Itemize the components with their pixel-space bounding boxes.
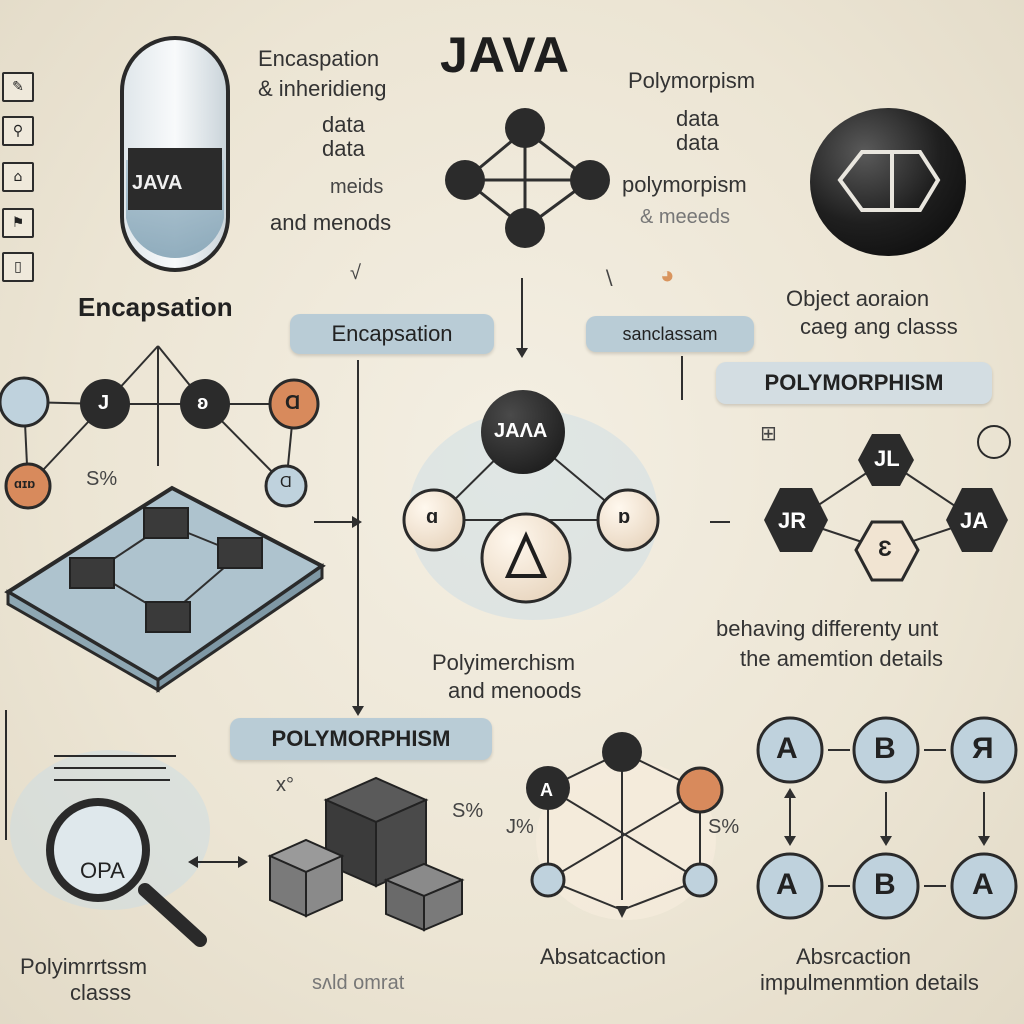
encapsulation-pill[interactable]: Encapsation	[290, 314, 494, 354]
mark: x°	[276, 774, 294, 796]
small-shape-icon: ◕	[660, 262, 675, 289]
graph-node-label: J	[98, 392, 110, 414]
caption-line: Encaspation	[258, 46, 380, 71]
svg-text:⊞: ⊞	[760, 421, 777, 445]
caption-line: and menods	[270, 210, 392, 235]
mark: S%	[708, 816, 740, 838]
caption-line: & inheridieng	[258, 76, 387, 101]
caption-line: classs	[70, 980, 132, 1005]
double-arrow-icon	[188, 856, 248, 868]
pencil-icon[interactable]: ✎	[2, 72, 34, 102]
ab-node-label: Я	[972, 732, 994, 765]
faint-caption: sʌld omrat	[312, 972, 405, 994]
encapsulation-heading: Encapsation	[78, 292, 233, 322]
mark: √	[350, 262, 361, 284]
polymorphism-pill-right[interactable]: POLYMORPHISM	[716, 362, 992, 404]
java-capsule-icon	[120, 36, 230, 272]
mark: ∖	[602, 268, 615, 290]
ab-node-label: A	[776, 868, 798, 901]
cubes-diagram	[267, 776, 465, 932]
page-title: JAVA	[440, 27, 570, 83]
hex-node-label: JR	[778, 508, 807, 533]
molecule-diagram	[445, 108, 610, 248]
magnifier-icon	[5, 710, 210, 947]
caption-line: impulmenmtion details	[760, 970, 979, 995]
caption-line: polymorpism	[622, 172, 747, 197]
caption-line: Polyimerchism	[432, 650, 576, 675]
code-sphere-icon	[810, 108, 966, 256]
graph-node-label: ɑɪɒ	[14, 476, 36, 491]
caption-line: Object aoraion	[786, 286, 930, 311]
ab-node-label: A	[776, 732, 798, 765]
abstraction-graph	[526, 732, 724, 920]
right-hex-graph: ⊞	[710, 421, 1011, 582]
flag-icon[interactable]: ⚑	[2, 208, 34, 238]
caption-line: Absrcaction	[796, 944, 911, 969]
mark: S%	[452, 800, 484, 822]
caption-line: caeg ang classs	[800, 314, 958, 339]
hex-node-label: Ɛ	[878, 536, 892, 561]
graph-node-label: Ɑ	[280, 474, 292, 491]
node-label: A	[540, 780, 553, 800]
ab-node-label: B	[874, 868, 896, 901]
caption-line: and menoods	[448, 678, 582, 703]
caption-line: Polyimrrtssm	[20, 954, 148, 979]
graph-node-label: Ɑ	[285, 392, 301, 414]
center-node-label: JAΛA	[494, 420, 548, 442]
left-network-graph	[0, 345, 320, 510]
caption-line: & meeeds	[640, 206, 731, 228]
caption-line: data	[322, 112, 365, 137]
connector-arrows	[314, 278, 683, 716]
platform-diagram	[4, 485, 326, 693]
hex-node-label: JA	[960, 508, 989, 533]
caption-line: behaving differenty unt	[716, 616, 939, 641]
bar-icon[interactable]: ▯	[2, 252, 34, 282]
center-node-label: ɑ	[426, 506, 439, 528]
ab-node-label: B	[874, 732, 896, 765]
graph-node-label: ʚ	[197, 392, 209, 414]
mark: J%	[506, 816, 534, 838]
ab-node-label: A	[972, 868, 994, 901]
center-graph	[402, 390, 660, 620]
abstraction-caption: Absatcaction	[540, 944, 666, 969]
class-pill[interactable]: sanclassam	[586, 316, 754, 352]
polymorphism-pill-bottom[interactable]: POLYMORPHISM	[230, 718, 492, 760]
caption-line: data	[676, 106, 719, 131]
caption-line: the amemtion details	[740, 646, 943, 671]
ab-grid	[756, 716, 1018, 920]
graph-percent-label: S%	[86, 468, 118, 490]
caption-line: meids	[330, 176, 384, 198]
search-icon[interactable]: ⚲	[2, 116, 34, 146]
caption-line: data	[676, 130, 719, 155]
hex-node-label: JL	[874, 446, 900, 471]
home-icon[interactable]: ⌂	[2, 162, 34, 192]
caption-line: Polymorpism	[628, 68, 756, 93]
caption-line: data	[322, 136, 365, 161]
magnifier-label: OPA	[80, 858, 125, 883]
center-node-label: ɒ	[618, 506, 631, 528]
capsule-label: JAVA	[132, 172, 183, 194]
